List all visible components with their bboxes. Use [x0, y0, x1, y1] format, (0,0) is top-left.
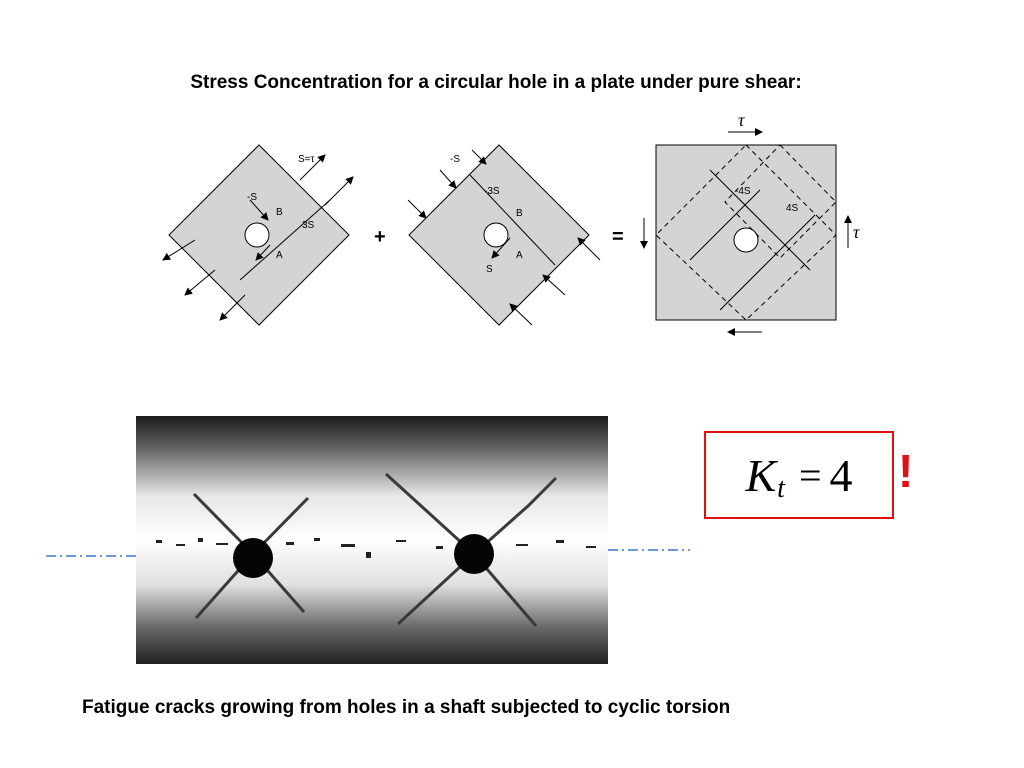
- equals-sign: =: [612, 226, 624, 248]
- label-minus-s: -S: [247, 192, 257, 203]
- label-a-2: A: [516, 250, 523, 261]
- formula-subscript: t: [777, 473, 785, 504]
- shaft-axis-line-right: [608, 549, 690, 551]
- formula-k: K: [745, 449, 777, 501]
- label-tau-top: τ: [738, 110, 745, 130]
- label-minus-3s: -3S: [484, 186, 500, 197]
- label-minus-s-2: -S: [450, 154, 460, 165]
- label-a: A: [276, 250, 283, 261]
- plate-panel-3: τ τ -4S 4S: [640, 110, 860, 336]
- label-b: B: [276, 207, 283, 218]
- label-s-2: S: [486, 264, 493, 275]
- label-tau-right: τ: [853, 222, 860, 242]
- label-b-2: B: [516, 208, 523, 219]
- shaft-axis-line-left: [46, 555, 138, 557]
- shear-stress-diagram: S=τ -S B 3S A + -S -3S B A S =: [162, 110, 860, 336]
- label-4s: 4S: [786, 203, 799, 214]
- label-minus-4s: -4S: [735, 186, 751, 197]
- plus-sign: +: [374, 226, 386, 248]
- plate-panel-2: -S -3S B A S: [407, 144, 601, 326]
- slide-caption: Fatigue cracks growing from holes in a s…: [82, 697, 731, 718]
- fatigue-crack-photo: [136, 416, 608, 664]
- label-s-eq-tau: S=τ: [298, 154, 315, 165]
- slide-title: Stress Concentration for a circular hole…: [190, 72, 802, 93]
- formula-equals: =: [798, 452, 822, 498]
- exclamation-mark: !: [898, 445, 914, 497]
- label-3s: 3S: [302, 220, 315, 231]
- plate-panel-1: S=τ -S B 3S A: [162, 144, 354, 326]
- formula-value: 4: [829, 449, 853, 501]
